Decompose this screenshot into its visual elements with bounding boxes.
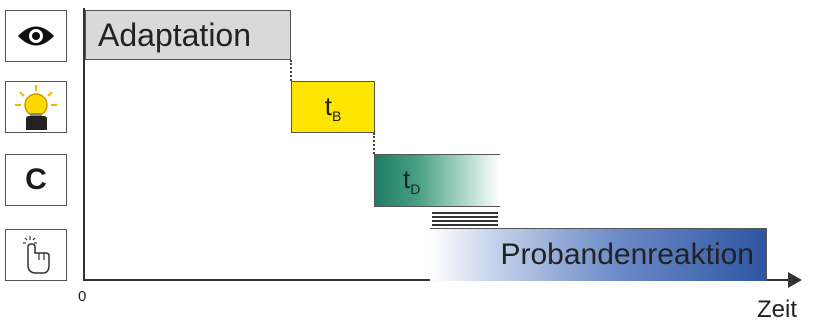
time-axis-label: Zeit (757, 296, 798, 323)
fade-stripe (432, 212, 498, 214)
transition-dotted-line (290, 60, 292, 81)
reaction-phase: Probandenreaktion (430, 228, 767, 281)
tb-label: tB (324, 90, 342, 124)
touch-icon-box (5, 229, 67, 281)
y-axis (83, 8, 85, 281)
adaptation-phase: Adaptation (85, 10, 291, 60)
eye-icon (18, 26, 54, 46)
c-icon-box: C (5, 154, 67, 206)
fade-stripe (432, 220, 498, 222)
light-stimulus-icon-box (5, 81, 67, 133)
fade-stripe (432, 224, 498, 226)
letter-c-icon: C (25, 163, 47, 196)
td-phase: tD (374, 154, 500, 207)
time-axis-arrow (788, 272, 802, 288)
eye-icon-box (5, 10, 67, 62)
td-label: tD (403, 164, 421, 197)
light-bulb-hand-icon (15, 85, 57, 130)
tb-phase: tB (291, 81, 375, 133)
transition-dotted-line (373, 133, 375, 154)
origin-label: 0 (78, 288, 87, 305)
touch-click-icon (23, 236, 50, 274)
reaction-label: Probandenreaktion (500, 238, 754, 271)
fade-stripe (432, 216, 498, 218)
adaptation-label: Adaptation (98, 16, 252, 53)
